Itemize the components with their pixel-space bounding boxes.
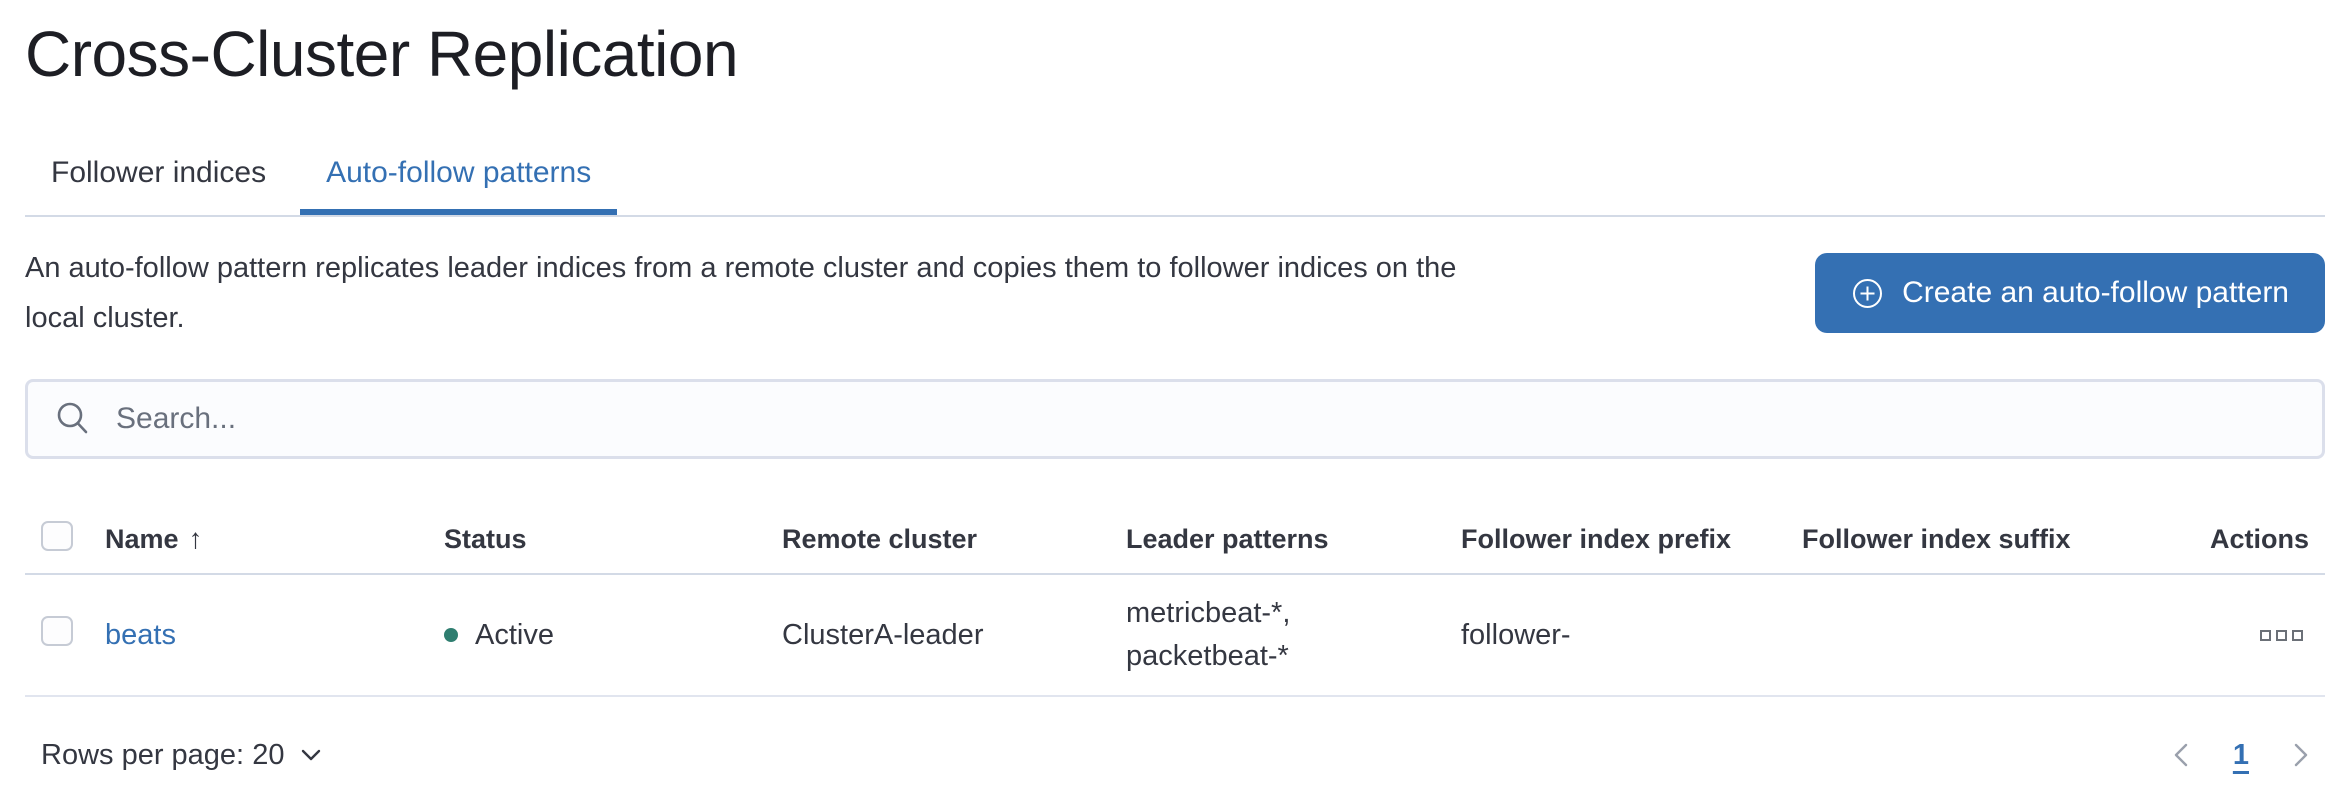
tab-follower-indices[interactable]: Follower indices	[25, 135, 292, 215]
header-checkbox-cell	[25, 520, 105, 558]
description-line-2: local cluster.	[25, 302, 185, 334]
actions-cell	[2150, 624, 2325, 647]
table-footer: Rows per page: 20 1	[25, 712, 2325, 798]
search-icon	[54, 400, 92, 438]
header-status: Status	[444, 523, 527, 554]
table-header-row: Name↑ Status Remote cluster Leader patte…	[25, 505, 2325, 575]
sort-arrow-up-icon: ↑	[188, 523, 203, 554]
status-active-dot-icon	[444, 628, 458, 642]
header-follower-index-prefix: Follower index prefix	[1461, 523, 1732, 554]
create-auto-follow-pattern-button[interactable]: Create an auto-follow pattern	[1815, 253, 2325, 333]
status-cell: Active	[444, 619, 782, 652]
follower-index-prefix-cell: follower-	[1461, 618, 1571, 651]
description-line-1: An auto-follow pattern replicates leader…	[25, 252, 1457, 284]
leader-pattern-line-1: metricbeat-*,	[1126, 597, 1291, 629]
row-checkbox-cell	[25, 616, 105, 654]
search-input[interactable]	[116, 402, 2322, 436]
tab-auto-follow-patterns[interactable]: Auto-follow patterns	[300, 135, 617, 215]
row-checkbox[interactable]	[41, 616, 73, 646]
select-all-checkbox[interactable]	[41, 520, 73, 551]
row-actions-button[interactable]	[2254, 624, 2309, 647]
auto-follow-patterns-table: Name↑ Status Remote cluster Leader patte…	[25, 505, 2325, 697]
search-bar	[25, 379, 2325, 459]
chevron-right-icon	[2293, 742, 2309, 768]
rows-per-page-value: 20	[252, 738, 285, 771]
leader-patterns-cell: metricbeat-*, packetbeat-*	[1126, 592, 1461, 678]
name-cell: beats	[105, 619, 444, 652]
tab-bar: Follower indices Auto-follow patterns	[25, 135, 2325, 217]
boxes-horizontal-icon	[2260, 629, 2271, 641]
chevron-down-icon	[300, 748, 322, 762]
create-button-label: Create an auto-follow pattern	[1902, 276, 2289, 309]
pagination: 1	[2173, 739, 2325, 772]
header-actions: Actions	[2209, 523, 2309, 554]
intro-section: An auto-follow pattern replicates leader…	[25, 243, 2325, 343]
header-follower-index-suffix: Follower index suffix	[1802, 523, 2071, 554]
chevron-left-icon	[2173, 742, 2189, 768]
status-label: Active	[475, 618, 554, 651]
description: An auto-follow pattern replicates leader…	[25, 243, 1456, 343]
plus-in-circle-icon	[1851, 277, 1884, 310]
remote-cluster-cell: ClusterA-leader	[782, 618, 984, 651]
table-row: beats Active ClusterA-leader metricbeat-…	[25, 575, 2325, 697]
header-name[interactable]: Name↑	[105, 523, 203, 554]
rows-per-page-label: Rows per page: 20	[41, 738, 285, 771]
header-remote-cluster: Remote cluster	[782, 523, 978, 554]
page-number-button[interactable]: 1	[2232, 738, 2249, 771]
rows-per-page-selector[interactable]: Rows per page: 20	[25, 739, 322, 772]
previous-page-button[interactable]	[2173, 742, 2189, 768]
pattern-name-link[interactable]: beats	[105, 618, 176, 651]
next-page-button[interactable]	[2293, 742, 2309, 768]
leader-pattern-line-2: packetbeat-*	[1126, 640, 1289, 672]
page-title: Cross-Cluster Replication	[25, 18, 739, 90]
header-leader-patterns: Leader patterns	[1126, 523, 1329, 554]
